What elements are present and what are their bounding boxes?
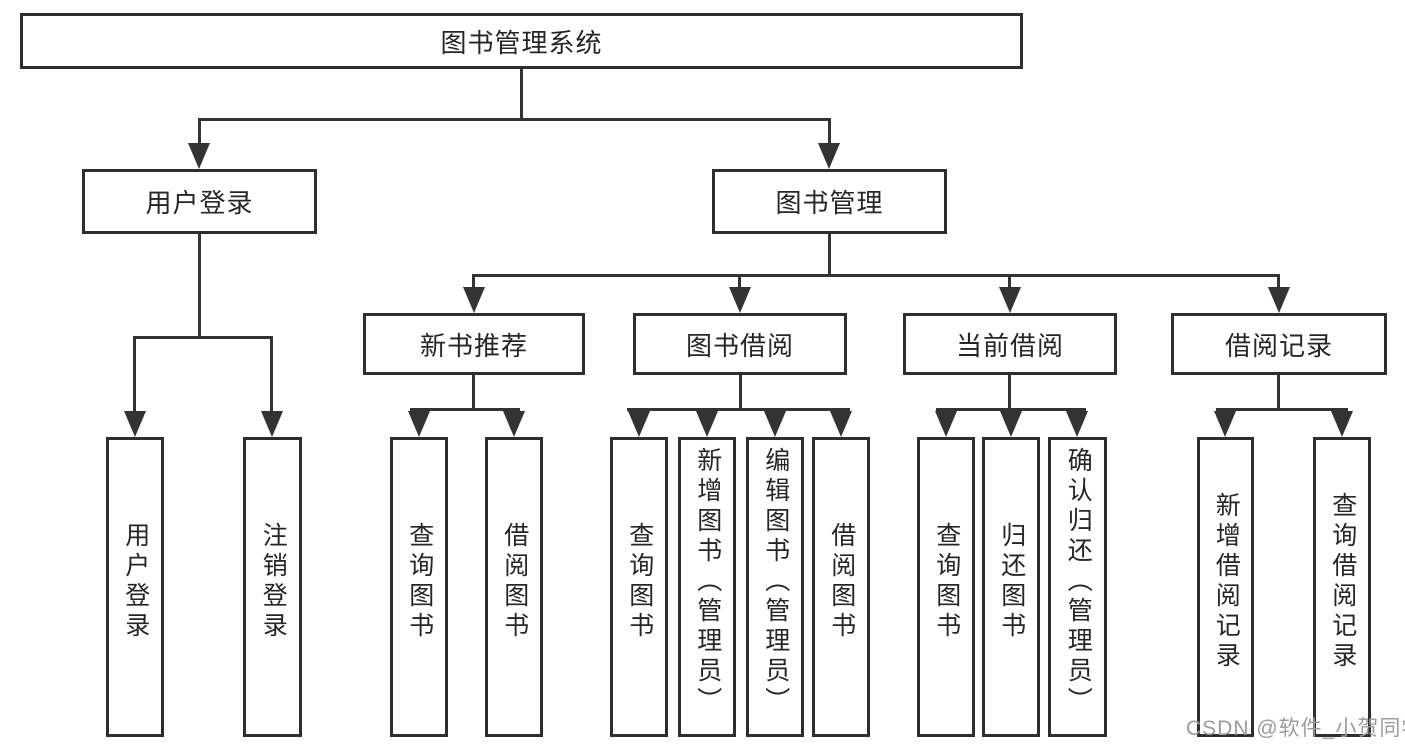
connector-user-login-stub-2 <box>270 336 273 414</box>
connector-root-stem <box>520 69 523 118</box>
node-user-login: 用户登录 <box>82 169 317 234</box>
node-borrow-record: 借阅记录 <box>1171 313 1387 375</box>
connector-root-right-stub <box>828 118 831 146</box>
node-book-management: 图书管理 <box>712 169 947 234</box>
node-cb-confirm-return-admin: 确认归还（管理员） <box>1048 437 1107 737</box>
node-logout: 注销登录 <box>243 437 302 737</box>
arrow-down-icon <box>764 411 786 437</box>
connector-book-borrow-bus <box>627 408 850 411</box>
node-cb-return-book: 归还图书 <box>982 437 1040 737</box>
connector-root-left-stub <box>198 118 201 146</box>
arrow-down-icon <box>503 411 525 437</box>
connector-l3-stub-3 <box>1008 274 1011 290</box>
watermark: CSDN @软件_小贺同学 <box>1186 717 1405 740</box>
connector-l3-stub-2 <box>738 274 741 290</box>
arrow-down-icon <box>188 143 210 169</box>
arrow-down-icon <box>696 411 718 437</box>
node-new-book-recommend: 新书推荐 <box>363 313 585 375</box>
node-br-query-record: 查询借阅记录 <box>1313 437 1371 737</box>
arrow-down-icon <box>408 411 430 437</box>
connector-current-borrow-stem <box>1008 375 1011 408</box>
arrow-down-icon <box>1000 411 1022 437</box>
arrow-down-icon <box>628 411 650 437</box>
arrow-down-icon <box>999 287 1021 313</box>
connector-new-book-stem <box>472 375 475 408</box>
arrow-down-icon <box>261 411 283 437</box>
connector-user-login-bus <box>133 336 273 339</box>
node-cb-query-book: 查询图书 <box>917 437 975 737</box>
node-bb-query-book: 查询图书 <box>610 437 668 737</box>
node-br-add-record: 新增借阅记录 <box>1197 437 1254 737</box>
connector-book-mgmt-bus <box>472 274 1280 277</box>
arrow-down-icon <box>830 411 852 437</box>
connector-book-borrow-stem <box>739 375 742 408</box>
connector-new-book-bus <box>410 408 520 411</box>
arrow-down-icon <box>1214 411 1236 437</box>
node-bb-add-book-admin: 新增图书（管理员） <box>678 437 736 737</box>
arrow-down-icon <box>935 411 957 437</box>
node-root: 图书管理系统 <box>20 13 1023 69</box>
connector-root-bus <box>198 118 830 121</box>
node-current-borrow: 当前借阅 <box>903 313 1117 375</box>
arrow-down-icon <box>818 143 840 169</box>
connector-user-login-stem <box>198 234 201 336</box>
connector-borrow-record-stem <box>1277 375 1280 408</box>
connector-l3-stub-4 <box>1277 274 1280 290</box>
arrow-down-icon <box>1331 411 1353 437</box>
node-nb-borrow-book: 借阅图书 <box>485 437 543 737</box>
arrow-down-icon <box>1066 411 1088 437</box>
connector-borrow-record-bus <box>1216 408 1348 411</box>
arrow-down-icon <box>463 287 485 313</box>
node-bb-edit-book-admin: 编辑图书（管理员） <box>746 437 804 737</box>
connector-user-login-stub-1 <box>133 336 136 414</box>
node-user-login-leaf: 用户登录 <box>106 437 164 737</box>
connector-current-borrow-bus <box>936 408 1086 411</box>
arrow-down-icon <box>1268 287 1290 313</box>
node-nb-query-book: 查询图书 <box>390 437 448 737</box>
node-bb-borrow-book: 借阅图书 <box>812 437 870 737</box>
connector-book-mgmt-stem <box>828 234 831 274</box>
arrow-down-icon <box>124 411 146 437</box>
arrow-down-icon <box>729 287 751 313</box>
connector-l3-stub-1 <box>472 274 475 290</box>
node-book-borrow: 图书借阅 <box>633 313 847 375</box>
